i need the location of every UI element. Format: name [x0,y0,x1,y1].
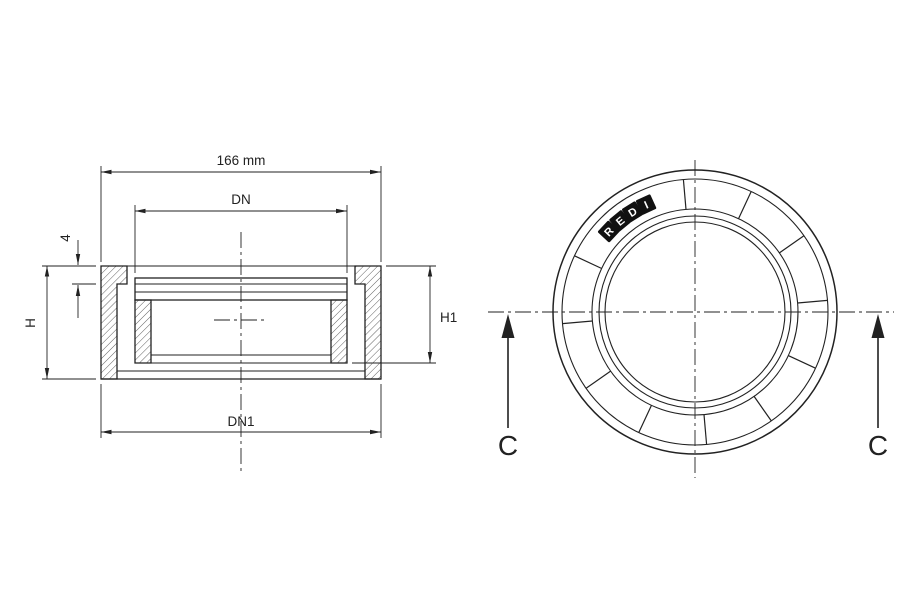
logo-letter-box [622,201,643,223]
section-view: 166 mm DN 4 H H1 DN1 [23,153,457,474]
section-cut-arrows [501,314,885,428]
redi-logo: R E D I [598,194,657,243]
dim-label-overall-width: 166 mm [217,153,266,168]
section-cut-labels: C C [498,430,888,461]
shell-left-wall [100,265,128,380]
shell-right-wall [354,265,382,380]
logo-letter: I [643,199,651,211]
dim-label-dn1: DN1 [227,414,254,429]
section-centerlines [214,232,268,474]
dim-label-dn: DN [231,192,251,207]
dimension-lines [42,166,436,438]
seat-outer-circle [591,208,799,416]
outer-rim-circle [552,169,838,455]
cap-left-wall [134,299,152,364]
dim-label-h: H [23,318,38,328]
redi-logo-letter: E [609,210,631,232]
dimension-labels: 166 mm DN 4 H H1 DN1 [23,153,457,429]
rim-spokes [562,179,828,445]
top-view: R E D I C C [488,160,894,478]
opening-circle [604,221,786,403]
top-view-centerlines [488,160,894,478]
cut-arrow-left-head [501,314,515,338]
rim-inner-circle [561,178,829,446]
logo-letter-box [635,194,657,215]
cap-right-wall [330,299,348,364]
section-label-c-left: C [498,430,518,461]
section-label-c-right: C [868,430,888,461]
dim-label-flange-thickness: 4 [58,234,73,242]
redi-logo-letter: D [622,201,643,223]
seat-inner-circle [598,215,792,409]
redi-logo-letter: I [635,194,657,215]
logo-letter-box [609,210,631,232]
dim-label-h1: H1 [440,310,457,325]
cut-arrow-right-head [871,314,885,338]
